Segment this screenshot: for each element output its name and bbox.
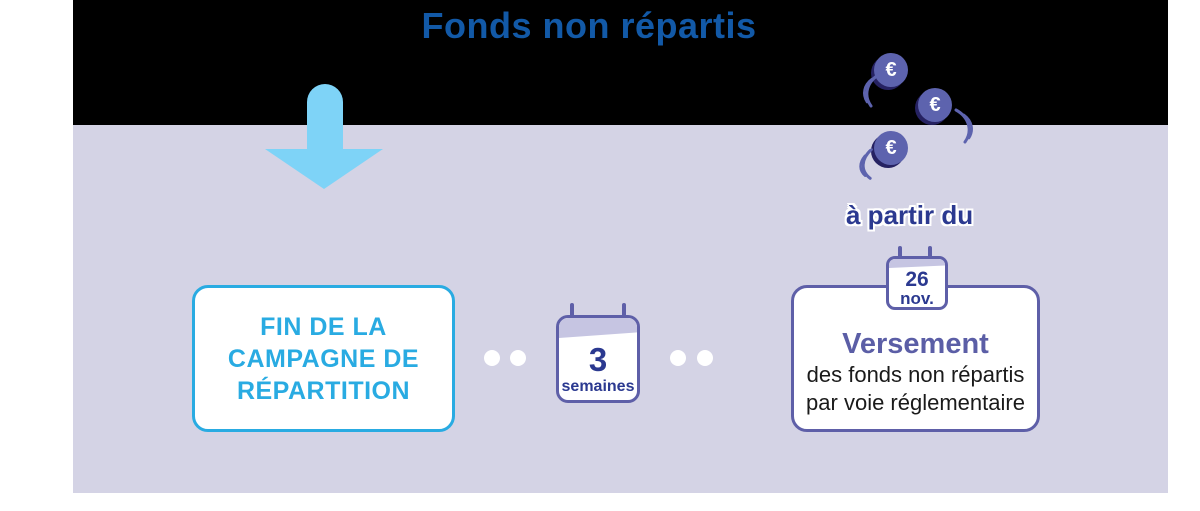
- date-calendar-icon: 26 nov.: [886, 256, 948, 310]
- euro-coin-icon: €: [874, 131, 908, 165]
- date-day: 26: [905, 268, 929, 291]
- duration-number: 3: [588, 341, 608, 378]
- euro-symbol: €: [885, 58, 897, 81]
- euro-symbol: €: [885, 136, 897, 159]
- separator-dot: [484, 350, 500, 366]
- separator-dot: [697, 350, 713, 366]
- campaign-end-line-1: FIN DE LA: [260, 312, 387, 341]
- euro-coin-icon: €: [918, 88, 952, 122]
- motion-arc-icon: [954, 108, 973, 144]
- duration-unit: semaines: [561, 378, 635, 395]
- motion-arc-icon: [859, 148, 873, 180]
- campaign-end-line-3: RÉPARTITION: [236, 376, 411, 405]
- calendar-header-band: [889, 259, 945, 268]
- payment-line-1: des fonds non répartis: [806, 361, 1025, 387]
- top-band: [73, 0, 1168, 125]
- date-month: nov.: [900, 289, 934, 308]
- payment-heading: Versement: [842, 327, 989, 360]
- page-title: Fonds non répartis: [421, 5, 757, 46]
- euro-symbol: €: [929, 93, 941, 116]
- calendar-peg: [898, 246, 902, 264]
- campaign-end-box: FIN DE LA CAMPAGNE DE RÉPARTITION: [192, 285, 455, 432]
- separator-dot: [510, 350, 526, 366]
- euro-coin-icon: €: [874, 53, 908, 87]
- calendar-header-band: [559, 318, 637, 338]
- campaign-end-line-2: CAMPAGNE DE: [227, 344, 420, 373]
- payment-line-2: par voie réglementaire: [806, 389, 1025, 415]
- date-prefix-label: à partir du: [846, 200, 974, 230]
- down-arrow-head: [265, 149, 383, 189]
- separator-dot: [670, 350, 686, 366]
- motion-arc-icon: [863, 72, 882, 108]
- duration-calendar-icon: 3 semaines: [556, 315, 640, 403]
- calendar-peg: [928, 246, 932, 264]
- down-arrow-stem: [307, 84, 343, 151]
